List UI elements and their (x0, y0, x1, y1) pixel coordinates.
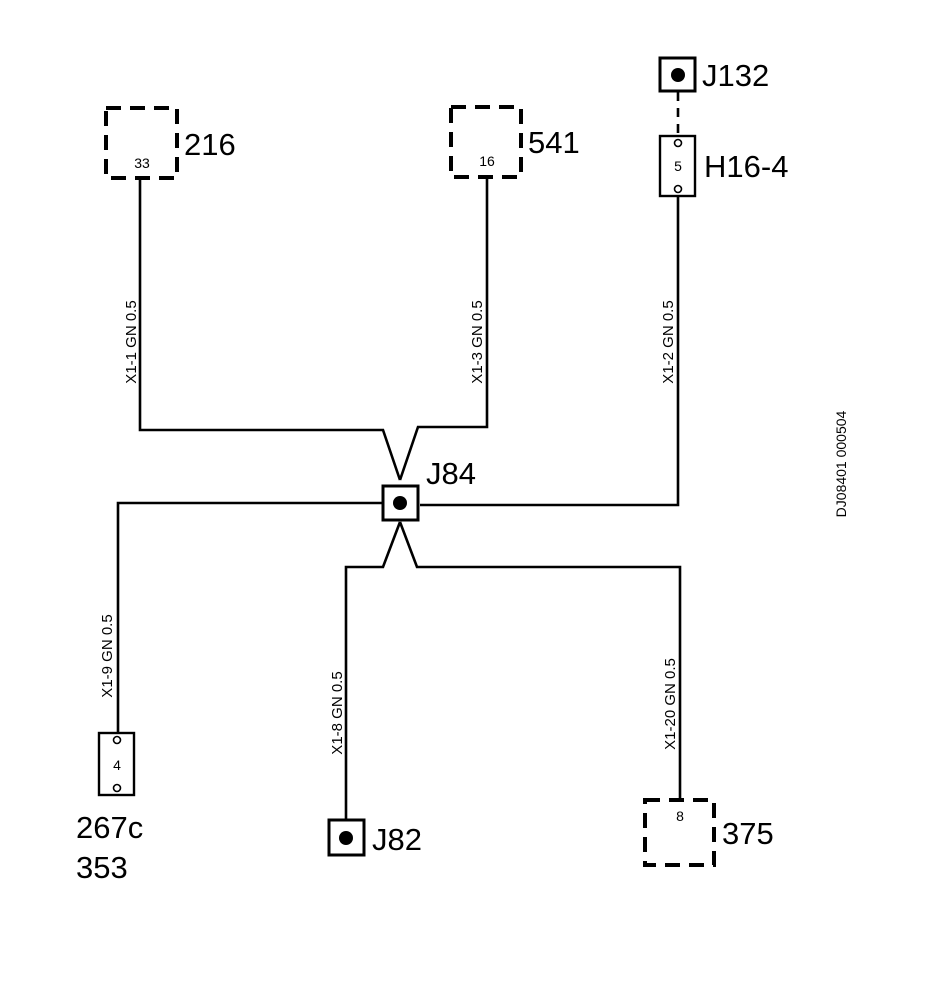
connector-375-pin: 8 (676, 808, 684, 824)
splice-j132-dot (671, 68, 685, 82)
splice-j132-label: J132 (702, 58, 769, 93)
connector-h16-4: 5 H16-4 (658, 134, 788, 198)
connector-216-outline (104, 106, 179, 180)
connector-h16-4-pin: 5 (674, 158, 682, 174)
wire-x1-9 (116, 501, 383, 735)
splice-j84: J84 (381, 456, 476, 522)
connector-541: 16 541 (449, 105, 580, 179)
connector-375: 8 375 (643, 798, 774, 867)
drawing-code: DJ08401 000504 (833, 410, 849, 517)
connector-375-label: 375 (722, 816, 774, 851)
connector-267c: 4 267c 353 (76, 731, 143, 885)
wire-label-x1-2: X1-2 GN 0.5 (660, 300, 677, 383)
connector-541-label: 541 (528, 125, 580, 160)
wire-label-x1-20: X1-20 GN 0.5 (662, 658, 679, 750)
wires (116, 92, 682, 822)
connector-216-pin: 33 (134, 155, 150, 171)
splice-j84-label: J84 (426, 456, 476, 491)
wire-label-x1-9: X1-9 GN 0.5 (99, 614, 116, 697)
connector-h16-4-label: H16-4 (704, 149, 788, 184)
connector-216: 33 216 (104, 106, 236, 180)
connector-267c-hole-bottom (112, 783, 122, 793)
splice-j132: J132 (658, 56, 769, 93)
wire-label-x1-8: X1-8 GN 0.5 (329, 671, 346, 754)
wire-x1-3 (398, 178, 489, 481)
connector-267c-label-2: 353 (76, 850, 128, 885)
wire-x1-1 (138, 178, 402, 481)
connector-h16-4-hole-bottom (673, 184, 683, 194)
connector-541-pin: 16 (479, 153, 495, 169)
splice-j82-label: J82 (372, 822, 422, 857)
wire-x1-2 (420, 196, 680, 507)
wire-x1-20 (398, 521, 682, 800)
wire-x1-8 (344, 521, 402, 822)
connector-267c-hole-top (112, 735, 122, 745)
connector-541-outline (449, 105, 523, 179)
splice-j82-dot (339, 831, 353, 845)
splice-j84-dot (393, 496, 407, 510)
connector-267c-pin: 4 (113, 757, 121, 773)
connector-267c-label-1: 267c (76, 810, 143, 845)
connector-h16-4-hole-top (673, 138, 683, 148)
connector-375-outline (643, 798, 716, 867)
wire-label-x1-1: X1-1 GN 0.5 (123, 300, 140, 383)
wire-label-x1-3: X1-3 GN 0.5 (469, 300, 486, 383)
splice-j82: J82 (327, 818, 422, 857)
connector-216-label: 216 (184, 127, 236, 162)
wire-labels: X1-1 GN 0.5 X1-3 GN 0.5 X1-2 GN 0.5 X1-9… (99, 300, 679, 754)
